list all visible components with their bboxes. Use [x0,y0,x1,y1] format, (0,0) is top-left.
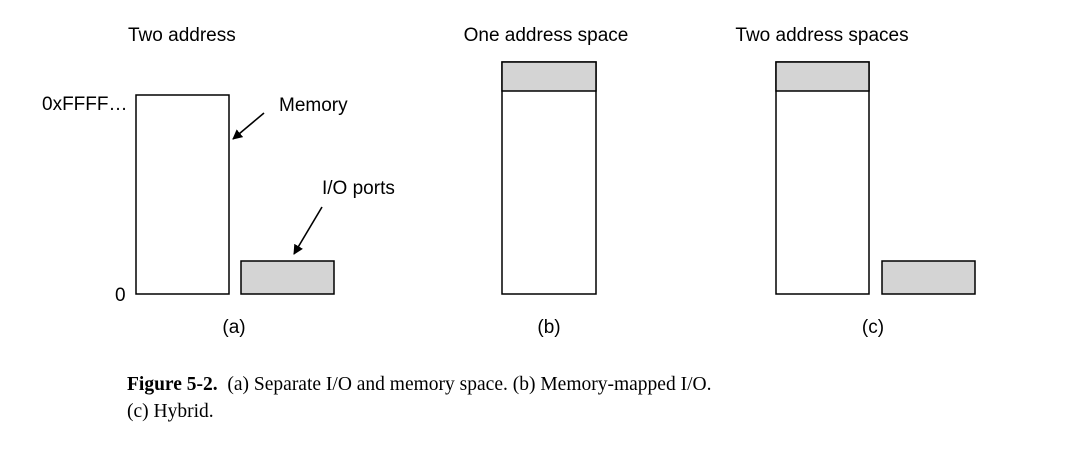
memory-space-rect [135,94,230,295]
unified-address-space-rect [501,61,597,295]
panel-b: One address space (b) [464,25,629,338]
panel-b-heading: One address space [464,25,629,46]
bottom-address-label: 0 [115,285,126,306]
figure-number: Figure 5-2. [127,374,218,395]
memory-label: Memory [279,95,348,116]
hybrid-mapped-io-region [775,61,870,92]
io-ports-arrow [293,206,323,255]
panel-c-sublabel: (c) [862,317,884,338]
memory-mapped-io-region [501,61,597,92]
caption-line-2: (c) Hybrid. [127,398,1027,425]
caption-text-2: (c) Hybrid. [127,401,214,422]
io-ports-label: I/O ports [322,178,395,199]
hybrid-io-port-rect [881,260,976,295]
memory-arrow [232,112,265,140]
panel-a-sublabel: (a) [222,317,245,338]
caption-line-1: Figure 5-2. (a) Separate I/O and memory … [127,371,1027,398]
panel-a: Two address 0xFFFF… 0 Memory I/O ports (… [42,25,395,338]
panel-a-heading: Two address [128,25,236,46]
caption-text-1: (a) Separate I/O and memory space. (b) M… [227,374,712,395]
panel-c-heading: Two address spaces [735,25,908,46]
panel-b-sublabel: (b) [537,317,560,338]
hybrid-memory-rect [775,61,870,295]
top-address-label: 0xFFFF… [42,94,128,115]
figure-caption: Figure 5-2. (a) Separate I/O and memory … [127,371,1027,425]
panel-c: Two address spaces (c) [735,25,976,338]
io-port-space-rect [240,260,335,295]
